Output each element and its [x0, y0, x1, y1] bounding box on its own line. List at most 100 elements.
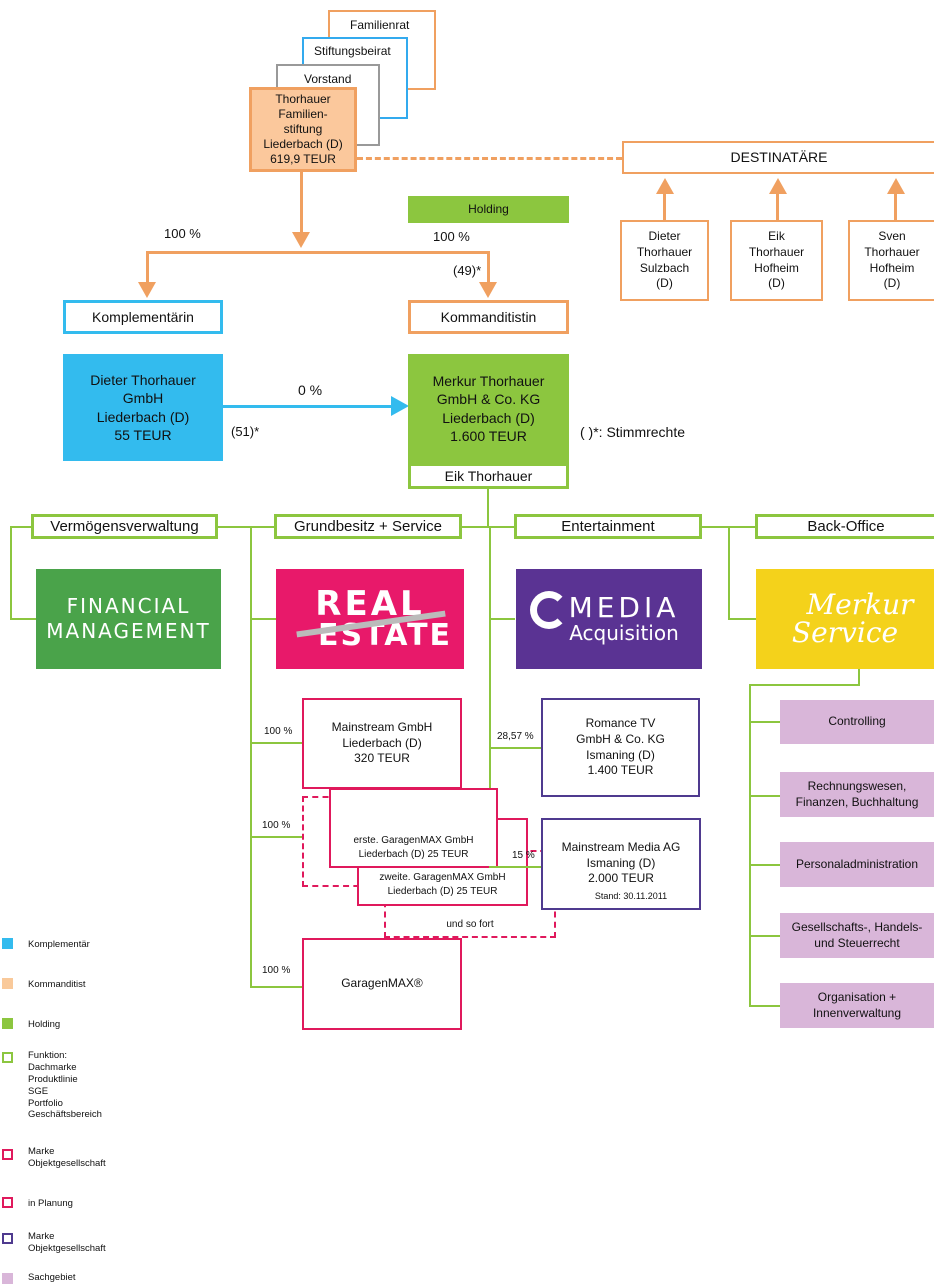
vote-49: (49)*	[453, 263, 482, 278]
destinataer-sven: Sven Thorhauer Hofheim (D)	[848, 220, 934, 301]
backoffice-top-h	[749, 684, 860, 686]
bo-controlling: Controlling	[780, 700, 934, 744]
arrow-stem-dieter	[663, 190, 666, 220]
pct-left-100: 100 %	[164, 226, 201, 241]
link-mainstream	[250, 742, 302, 744]
legend-label-in-planung: in Planung	[28, 1198, 73, 1209]
legend-label-funktion: Funktion: Dachmarke Produktlinie SGE Por…	[28, 1050, 102, 1121]
merkur-service-down	[858, 669, 860, 686]
legend-label-kommanditist: Kommanditist	[28, 979, 86, 990]
kommanditistin-box: Kommanditistin	[408, 300, 569, 334]
link-bo-5	[749, 1005, 780, 1007]
familienrat-label: Familienrat	[350, 18, 410, 32]
komplementaerin-box: Komplementärin	[63, 300, 223, 334]
media-c-icon	[530, 591, 568, 629]
pct-garagenmax: 100 %	[262, 965, 291, 976]
bo-personal: Personaladministration	[780, 842, 934, 887]
pct-mainstream-media: 15 %	[512, 850, 535, 861]
arrow-head-dieter	[656, 178, 674, 194]
und-so-fort-label: und so fort	[446, 919, 494, 930]
arrow-head-kommanditistin	[479, 282, 497, 298]
erste-garagenmax-label: erste. GaragenMAX GmbH Liederbach (D) 25…	[353, 835, 474, 860]
merkur-box: Merkur Thorhauer GmbH & Co. KG Liederbac…	[408, 354, 569, 463]
legend-swatch-marke-pink	[2, 1149, 13, 1160]
bo-rechnungswesen: Rechnungswesen, Finanzen, Buchhaltung	[780, 772, 934, 817]
branch-merkur	[728, 526, 730, 620]
vote-51: (51)*	[231, 424, 260, 439]
mainstream-media-stand: Stand: 30.11.2011	[594, 891, 668, 901]
destinataere-title: DESTINATÄRE	[622, 141, 934, 174]
foundation-down-line	[300, 172, 303, 234]
split-line	[146, 251, 490, 254]
merkur-service-bottom: Service	[791, 616, 899, 649]
foundation-box: Thorhauer Familien- stiftung Liederbach …	[249, 87, 357, 172]
garagenmax-box: GaragenMAX®	[302, 938, 462, 1030]
legend-label-marke-purple: Marke Objektgesellschaft	[28, 1231, 106, 1254]
destinataer-eik: Eik Thorhauer Hofheim (D)	[730, 220, 823, 301]
link-romance	[489, 747, 541, 749]
pct-romance: 28,57 %	[497, 731, 534, 742]
legend-label-holding: Holding	[28, 1019, 61, 1030]
erste-garagenmax-box: erste. GaragenMAX GmbH Liederbach (D) 25…	[329, 788, 498, 868]
dashed-connector	[357, 157, 622, 160]
division-bar	[10, 526, 934, 528]
arrow-head-merkur	[391, 396, 409, 416]
arrow-head-foundation	[292, 232, 310, 248]
left-down-line	[146, 251, 149, 285]
arrow-head-sven	[887, 178, 905, 194]
destinataer-dieter: Dieter Thorhauer Sulzbach (D)	[620, 220, 709, 301]
branch-financial	[10, 526, 12, 620]
merkur-service-logo: Merkur Service	[756, 569, 934, 669]
holding-label: Holding	[408, 196, 569, 223]
link-mainstream-media	[489, 866, 541, 868]
romance-tv-box: Romance TV GmbH & Co. KG Ismaning (D) 1.…	[541, 698, 700, 797]
stiftungsbeirat-label: Stiftungsbeirat	[314, 44, 391, 58]
division-grundbesitz: Grundbesitz + Service	[274, 514, 462, 539]
legend-swatch-in-planung	[2, 1197, 13, 1208]
branch-real	[250, 526, 252, 988]
arrow-head-komplementaerin	[138, 282, 156, 298]
media-acquisition-bottom: Acquisition	[569, 621, 679, 645]
pct-zero: 0 %	[298, 382, 323, 398]
mainstream-gmbh-box: Mainstream GmbH Liederbach (D) 320 TEUR	[302, 698, 462, 789]
link-garagenmax	[250, 986, 302, 988]
pct-mainstream: 100 %	[264, 726, 293, 737]
link-parkcenter	[250, 836, 302, 838]
link-bo-4	[749, 935, 780, 937]
media-acquisition-top: MEDIA	[568, 591, 680, 624]
legend-swatch-funktion	[2, 1052, 13, 1063]
legend-swatch-sachgebiet	[2, 1273, 13, 1284]
link-bo-1	[749, 721, 780, 723]
legend-swatch-holding	[2, 1018, 13, 1029]
branch-financial-h	[10, 618, 36, 620]
legend-swatch-komplementaer	[2, 938, 13, 949]
division-vermoegensverwaltung: Vermögensverwaltung	[31, 514, 218, 539]
legend-label-komplementaer: Komplementär	[28, 939, 90, 950]
division-entertainment: Entertainment	[514, 514, 702, 539]
link-bo-3	[749, 864, 780, 866]
bo-organisation: Organisation + Innenverwaltung	[780, 983, 934, 1028]
merkur-down-line	[487, 489, 489, 526]
legend-swatch-marke-purple	[2, 1233, 13, 1244]
right-down-line	[487, 251, 490, 285]
media-acquisition-logo: MEDIA Acquisition	[516, 569, 702, 669]
branch-media-h	[489, 618, 515, 620]
arrow-head-eik	[769, 178, 787, 194]
backoffice-spine	[749, 684, 751, 1006]
stimmrechte-note: ( )*: Stimmrechte	[580, 424, 686, 440]
mainstream-media-text: Mainstream Media AG Ismaning (D) 2.000 T…	[561, 840, 681, 886]
merkur-service-top: Merkur	[806, 588, 914, 621]
branch-real-h	[250, 618, 276, 620]
bo-gesellschaftsrecht: Gesellschafts-, Handels- und Steuerrecht	[780, 913, 934, 958]
pct-parkcenter: 100 %	[262, 820, 291, 831]
link-bo-2	[749, 795, 780, 797]
legend-swatch-kommanditist	[2, 978, 13, 989]
merkur-manager: Eik Thorhauer	[408, 463, 569, 489]
vorstand-label: Vorstand	[304, 72, 352, 86]
zweite-garagenmax-label: zweite. GaragenMAX GmbH Liederbach (D) 2…	[379, 872, 506, 897]
pct-right-100: 100 %	[433, 229, 470, 244]
mainstream-media-box: Mainstream Media AG Ismaning (D) 2.000 T…	[541, 818, 701, 910]
dieter-gmbh-box: Dieter Thorhauer GmbH Liederbach (D) 55 …	[63, 354, 223, 461]
division-backoffice: Back-Office	[755, 514, 934, 539]
real-estate-logo: REAL ESTATE	[276, 569, 464, 669]
